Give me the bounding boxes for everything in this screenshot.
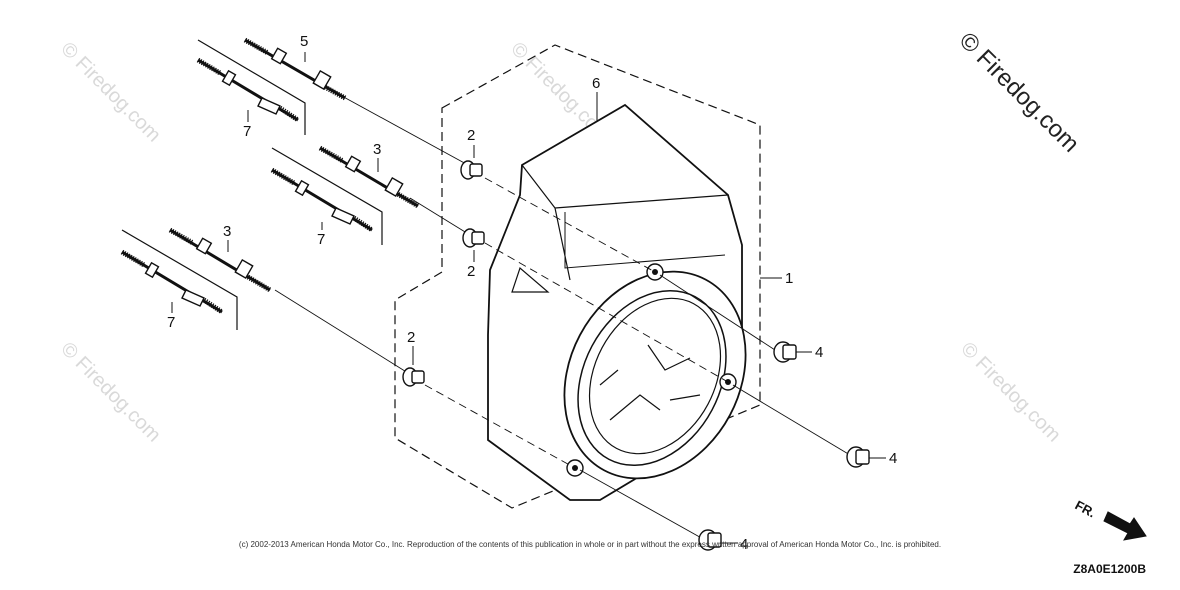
collar (462, 228, 485, 248)
watermark-text: © Firedog.com (956, 338, 1065, 447)
flange-nut (698, 529, 722, 551)
callout-7: 7 (317, 231, 325, 248)
callout-4: 4 (740, 536, 748, 553)
brand-watermark: © Firedog.com (954, 27, 1085, 158)
group-brackets (121, 39, 383, 330)
flange-nut (846, 446, 870, 468)
callout-leaders (171, 52, 886, 544)
front-direction-indicator: FR. (1073, 497, 1147, 541)
stud-bolt (168, 227, 272, 293)
alignment-lines (274, 94, 851, 541)
callout-1: 1 (785, 270, 793, 287)
callout-3: 3 (373, 141, 381, 158)
callout-3: 3 (223, 223, 231, 240)
stud-pin (196, 57, 300, 123)
callout-numbers: 5 6 1 2 2 2 3 3 7 7 7 4 4 4 (167, 33, 897, 553)
stud-pin (120, 249, 224, 315)
front-arrow-icon (1103, 511, 1147, 541)
watermark-text: © Firedog.com (56, 338, 165, 447)
watermark-text: © Firedog.com (56, 38, 165, 147)
callout-7: 7 (167, 314, 175, 331)
callout-7: 7 (243, 123, 251, 140)
front-label: FR. (1073, 497, 1099, 520)
stud-pin (270, 167, 374, 233)
callout-5: 5 (300, 33, 308, 50)
collars (402, 160, 485, 387)
figure-code: Z8A0E1200B (1073, 562, 1146, 576)
callout-6: 6 (592, 75, 600, 92)
callout-2: 2 (467, 127, 475, 144)
callout-4: 4 (815, 344, 823, 361)
flange-nut (773, 341, 797, 363)
callout-2: 2 (407, 329, 415, 346)
collar (460, 160, 483, 180)
fan-cover (487, 103, 747, 501)
stud-bolts (168, 37, 420, 293)
callout-2: 2 (467, 263, 475, 280)
stud-bolt (318, 145, 420, 209)
copyright-notice: (c) 2002-2013 American Honda Motor Co., … (238, 540, 942, 549)
flange-nuts (698, 341, 870, 551)
stud-pins (120, 57, 374, 315)
callout-4: 4 (889, 450, 897, 467)
stud-bolt (243, 37, 347, 101)
collar (402, 367, 425, 387)
assembly-outline (394, 44, 761, 509)
